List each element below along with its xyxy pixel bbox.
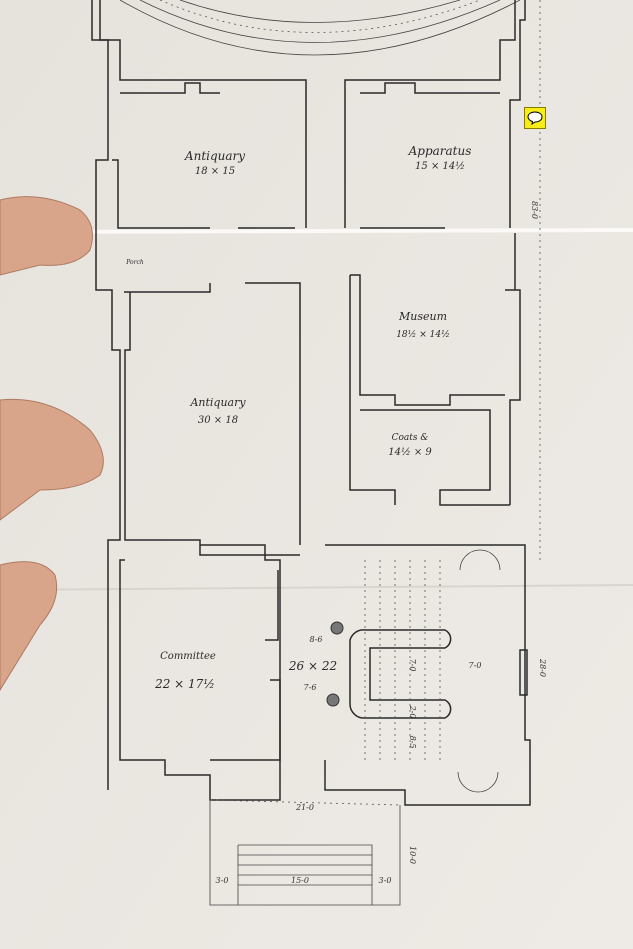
dim-front: 21-0 [295, 803, 314, 812]
dim-step-side-left: 3-0 [216, 876, 229, 885]
dim-steps-depth: 10-0 [408, 846, 417, 864]
paper-fold [0, 584, 633, 591]
room-antiquary-top-size: 18 × 15 [195, 166, 235, 177]
staircase [209, 0, 541, 806]
room-apparatus-name: Apparatus [408, 144, 472, 158]
speech-bubble-icon [527, 111, 543, 125]
room-committee-size: 22 × 17½ [154, 677, 215, 691]
dim-stair-top: 2-0 [408, 705, 417, 719]
fingers [0, 196, 104, 691]
comment-icon[interactable] [524, 107, 546, 129]
dim-step-width: 15-0 [291, 876, 309, 885]
room-committee-name: Committee [160, 651, 216, 662]
dim-hall-left-bottom: 7-6 [304, 683, 317, 692]
dim-step-side-right: 3-0 [379, 876, 392, 885]
dim-stair-run: 7-0 [408, 659, 417, 672]
walls [91, 0, 531, 906]
porch-label: Porch [125, 259, 144, 266]
dim-hall-width: 28-0 [538, 658, 547, 677]
room-antiquary-main-size: 30 × 18 [198, 415, 238, 426]
paper-fold [0, 228, 633, 234]
room-coats-name: Coats & [392, 433, 429, 443]
room-coats-size: 14½ × 9 [388, 447, 432, 458]
top-arcs [119, 0, 521, 56]
room-antiquary-main-name: Antiquary [189, 396, 246, 409]
room-museum-size: 18½ × 14½ [396, 329, 450, 340]
hall-size: 26 × 22 [288, 659, 337, 673]
room-museum-name: Museum [398, 310, 447, 323]
dim-hall-right: 7-0 [469, 661, 482, 670]
dim-stair-bottom: 8-5 [408, 736, 417, 749]
dim-overall-length: 83-0 [530, 201, 539, 219]
room-antiquary-top-name: Antiquary [184, 149, 245, 163]
room-apparatus-size: 15 × 14½ [415, 161, 465, 172]
dim-hall-left-top: 8-6 [310, 635, 323, 644]
